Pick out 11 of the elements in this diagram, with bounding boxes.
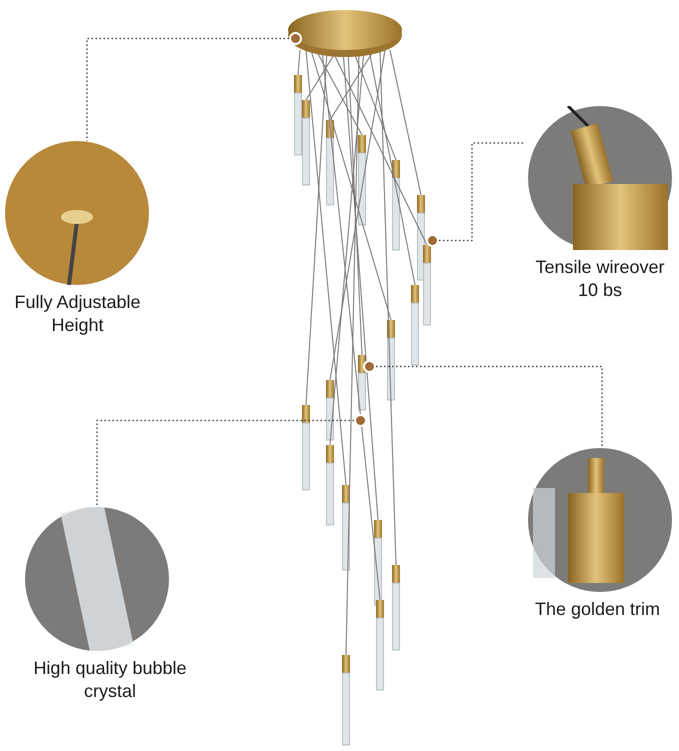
callout-dot xyxy=(426,234,439,247)
leader-line xyxy=(96,420,354,507)
callout-dot xyxy=(354,414,367,427)
callout-text: High quality bubble crystal xyxy=(32,657,188,703)
callout-text: Fully Adjustable Height xyxy=(13,291,142,337)
leader-line xyxy=(376,366,603,448)
callout-text: The golden trim xyxy=(534,598,660,621)
leader-line xyxy=(86,38,289,141)
callout-dot xyxy=(363,360,376,373)
callout-text: Tensile wireover 10 bs xyxy=(534,256,666,302)
leader-line xyxy=(439,142,525,242)
